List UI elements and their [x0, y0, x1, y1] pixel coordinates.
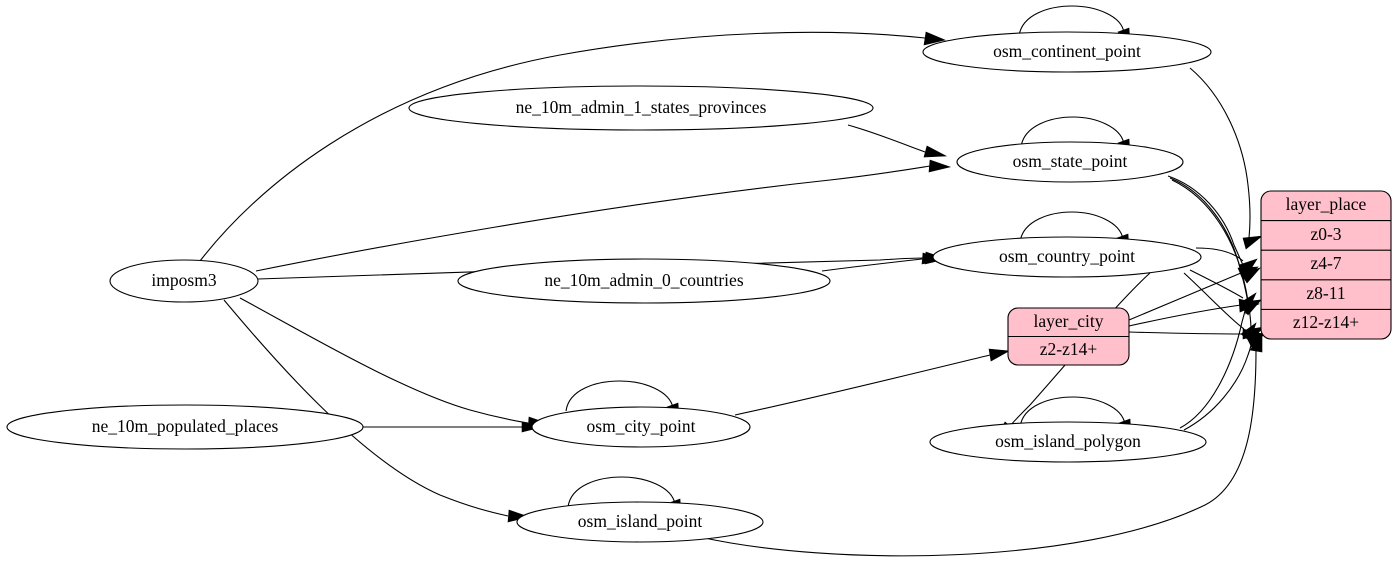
arrowhead — [1237, 266, 1259, 281]
node-label: osm_island_point — [578, 511, 703, 531]
edge-imposm3-to-osm_island_point — [223, 299, 509, 517]
edge-osm_country_point-to-layer_place-z4-7 — [1195, 247, 1244, 262]
arrowhead — [988, 348, 1010, 362]
table-node-osm-state-point[interactable]: osm_state_point — [956, 141, 1184, 183]
edge-osm_continent_point-to-layer_place-z0-3 — [1189, 67, 1251, 239]
selfloop-osm_city_point — [565, 380, 674, 412]
node-shape-ellipse[interactable] — [956, 141, 1184, 183]
node-shape-ellipse[interactable] — [6, 404, 364, 450]
table-node-osm-city-point[interactable]: osm_city_point — [531, 406, 751, 448]
node-shape-ellipse[interactable] — [929, 421, 1207, 463]
edge-osm_country_point-to-layer_place-z12-z14 — [1183, 272, 1245, 330]
edge-osm_country_point-to-osm_island_polygon — [1009, 272, 1151, 427]
edge-osm_state_point-to-layer_place-z8-11 — [1169, 177, 1249, 304]
node-label: ne_10m_admin_0_countries — [544, 270, 743, 290]
edge-ne_countries-to-osm_country_point — [821, 258, 923, 272]
node-label: imposm3 — [151, 270, 216, 290]
record-row-z4-7[interactable]: z4-7 — [1310, 253, 1341, 273]
node-shape-ellipse[interactable] — [531, 406, 751, 448]
source-node-ne-10m-admin-0-countries[interactable]: ne_10m_admin_0_countries — [457, 258, 831, 304]
node-label: ne_10m_populated_places — [92, 416, 279, 436]
edge-imposm3-to-osm_city_point — [239, 297, 529, 424]
source-node-imposm3[interactable]: imposm3 — [109, 259, 259, 303]
record-row-layer-place-title: layer_place — [1286, 194, 1367, 214]
edge-imposm3-to-osm_continent_point — [199, 31, 926, 262]
record-row-layer-city-title: layer_city — [1034, 311, 1104, 331]
table-node-osm-country-point[interactable]: osm_country_point — [932, 236, 1202, 278]
edge-imposm3-to-osm_state_point — [255, 165, 931, 272]
node-label: osm_continent_point — [993, 41, 1141, 61]
arrowhead — [1240, 299, 1261, 315]
edge-layer_city-to-layer_place-z4-7 — [1128, 272, 1242, 321]
node-shape-ellipse[interactable] — [457, 258, 831, 304]
arrowhead — [1249, 334, 1263, 353]
record-node-layer-place[interactable]: layer_place z0-3 z4-7 z8-11 z12-z14+ — [1260, 190, 1392, 340]
node-shape-ellipse[interactable] — [932, 236, 1202, 278]
node-label: osm_island_polygon — [995, 431, 1141, 451]
node-shape-ellipse[interactable] — [516, 501, 764, 543]
selfloop-osm_island_polygon — [1019, 396, 1126, 428]
edge-ne_states-to-osm_state_point — [847, 124, 926, 153]
record-shape[interactable] — [1260, 190, 1392, 340]
selfloop-osm_continent_point — [1018, 5, 1125, 37]
selfloop-osm_state_point — [1020, 116, 1125, 148]
arrowhead — [923, 31, 946, 46]
node-label: osm_country_point — [999, 246, 1135, 266]
selfloop-osm_country_point — [1019, 211, 1124, 243]
edge-osm_city_point-to-layer_city — [734, 354, 991, 416]
node-label: ne_10m_admin_1_states_provinces — [516, 97, 767, 117]
selfloop-osm_island_point — [567, 476, 676, 508]
table-node-osm-island-polygon[interactable]: osm_island_polygon — [929, 421, 1207, 463]
node-shape-ellipse[interactable] — [109, 259, 259, 303]
edge-osm_island_point-to-layer_place-z12-z14 — [699, 349, 1257, 557]
node-label: osm_city_point — [587, 416, 696, 436]
source-node-ne-10m-admin-1-states-provinces[interactable]: ne_10m_admin_1_states_provinces — [408, 85, 874, 131]
node-shape-ellipse[interactable] — [408, 85, 874, 131]
node-shape-ellipse[interactable] — [922, 31, 1212, 73]
record-row-z12-z14[interactable]: z12-z14+ — [1293, 312, 1359, 332]
edge-layer_city-to-layer_place-z12-z14 — [1128, 331, 1244, 335]
edge-layer_city-to-layer_place-z8-11 — [1128, 304, 1242, 327]
record-node-layer-city[interactable]: layer_city z2-z14+ — [1007, 307, 1130, 366]
arrowhead — [1242, 235, 1263, 250]
record-row-z2-z14[interactable]: z2-z14+ — [1040, 339, 1098, 359]
record-row-z0-3[interactable]: z0-3 — [1310, 224, 1341, 244]
edge-osm_island_polygon-to-layer_place-z12-z14 — [1183, 336, 1253, 431]
node-label: osm_state_point — [1013, 151, 1128, 171]
table-node-osm-island-point[interactable]: osm_island_point — [516, 501, 764, 543]
record-row-z8-11[interactable]: z8-11 — [1306, 283, 1345, 303]
arrowhead — [923, 145, 948, 158]
table-node-osm-continent-point[interactable]: osm_continent_point — [922, 31, 1212, 73]
arrowhead — [928, 159, 952, 173]
edge-osm_country_point-to-layer_place-z8-11 — [1189, 269, 1244, 299]
source-node-ne-10m-populated-places[interactable]: ne_10m_populated_places — [6, 404, 364, 450]
